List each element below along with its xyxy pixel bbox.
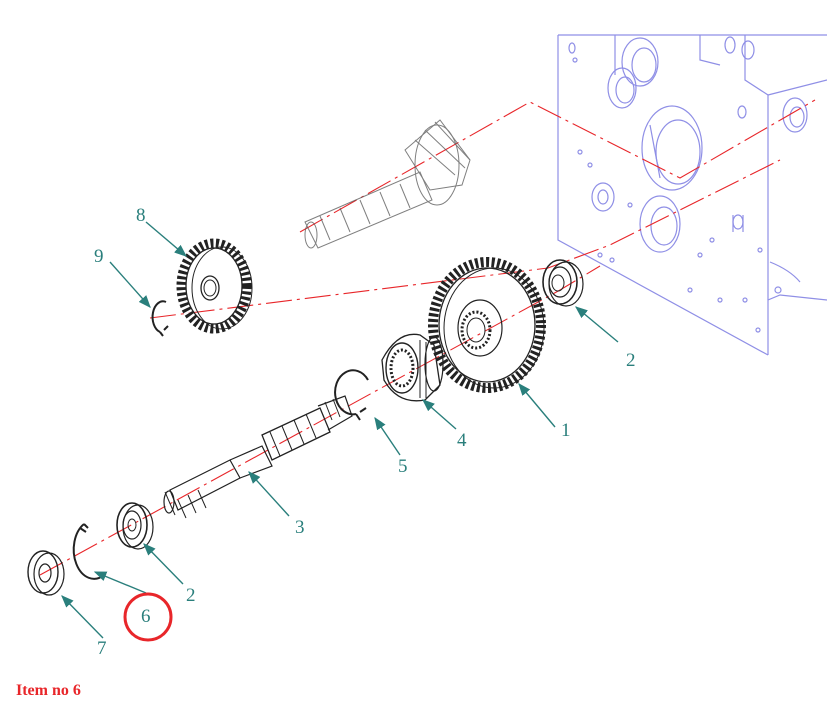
circlip-small <box>151 300 169 337</box>
callout-6: 6 <box>141 606 151 627</box>
bearing-lower <box>116 502 154 550</box>
gearbox-housing <box>557 34 827 356</box>
circlip-medium <box>334 369 369 421</box>
synchro-sleeve <box>381 333 444 402</box>
circlip-large <box>72 523 105 580</box>
seal-washer <box>27 550 65 596</box>
bearing-upper <box>542 259 584 307</box>
leader-arrows <box>61 221 619 639</box>
callout-7: 7 <box>97 638 107 659</box>
callout-2-upper: 2 <box>626 350 636 371</box>
callout-2-lower: 2 <box>186 585 196 606</box>
highlight-circle <box>123 592 173 642</box>
callout-4: 4 <box>457 430 467 451</box>
callout-9: 9 <box>94 246 104 267</box>
pinion-shaft <box>304 119 471 249</box>
main-shaft <box>163 395 353 519</box>
callout-1: 1 <box>561 420 571 441</box>
spur-gear-large <box>428 257 546 393</box>
callout-3: 3 <box>295 517 305 538</box>
callout-8: 8 <box>136 205 146 226</box>
spur-gear-small <box>176 238 253 334</box>
axis-centerlines <box>39 99 816 576</box>
item-caption: Item no 6 <box>16 682 81 699</box>
callout-5: 5 <box>398 456 408 477</box>
